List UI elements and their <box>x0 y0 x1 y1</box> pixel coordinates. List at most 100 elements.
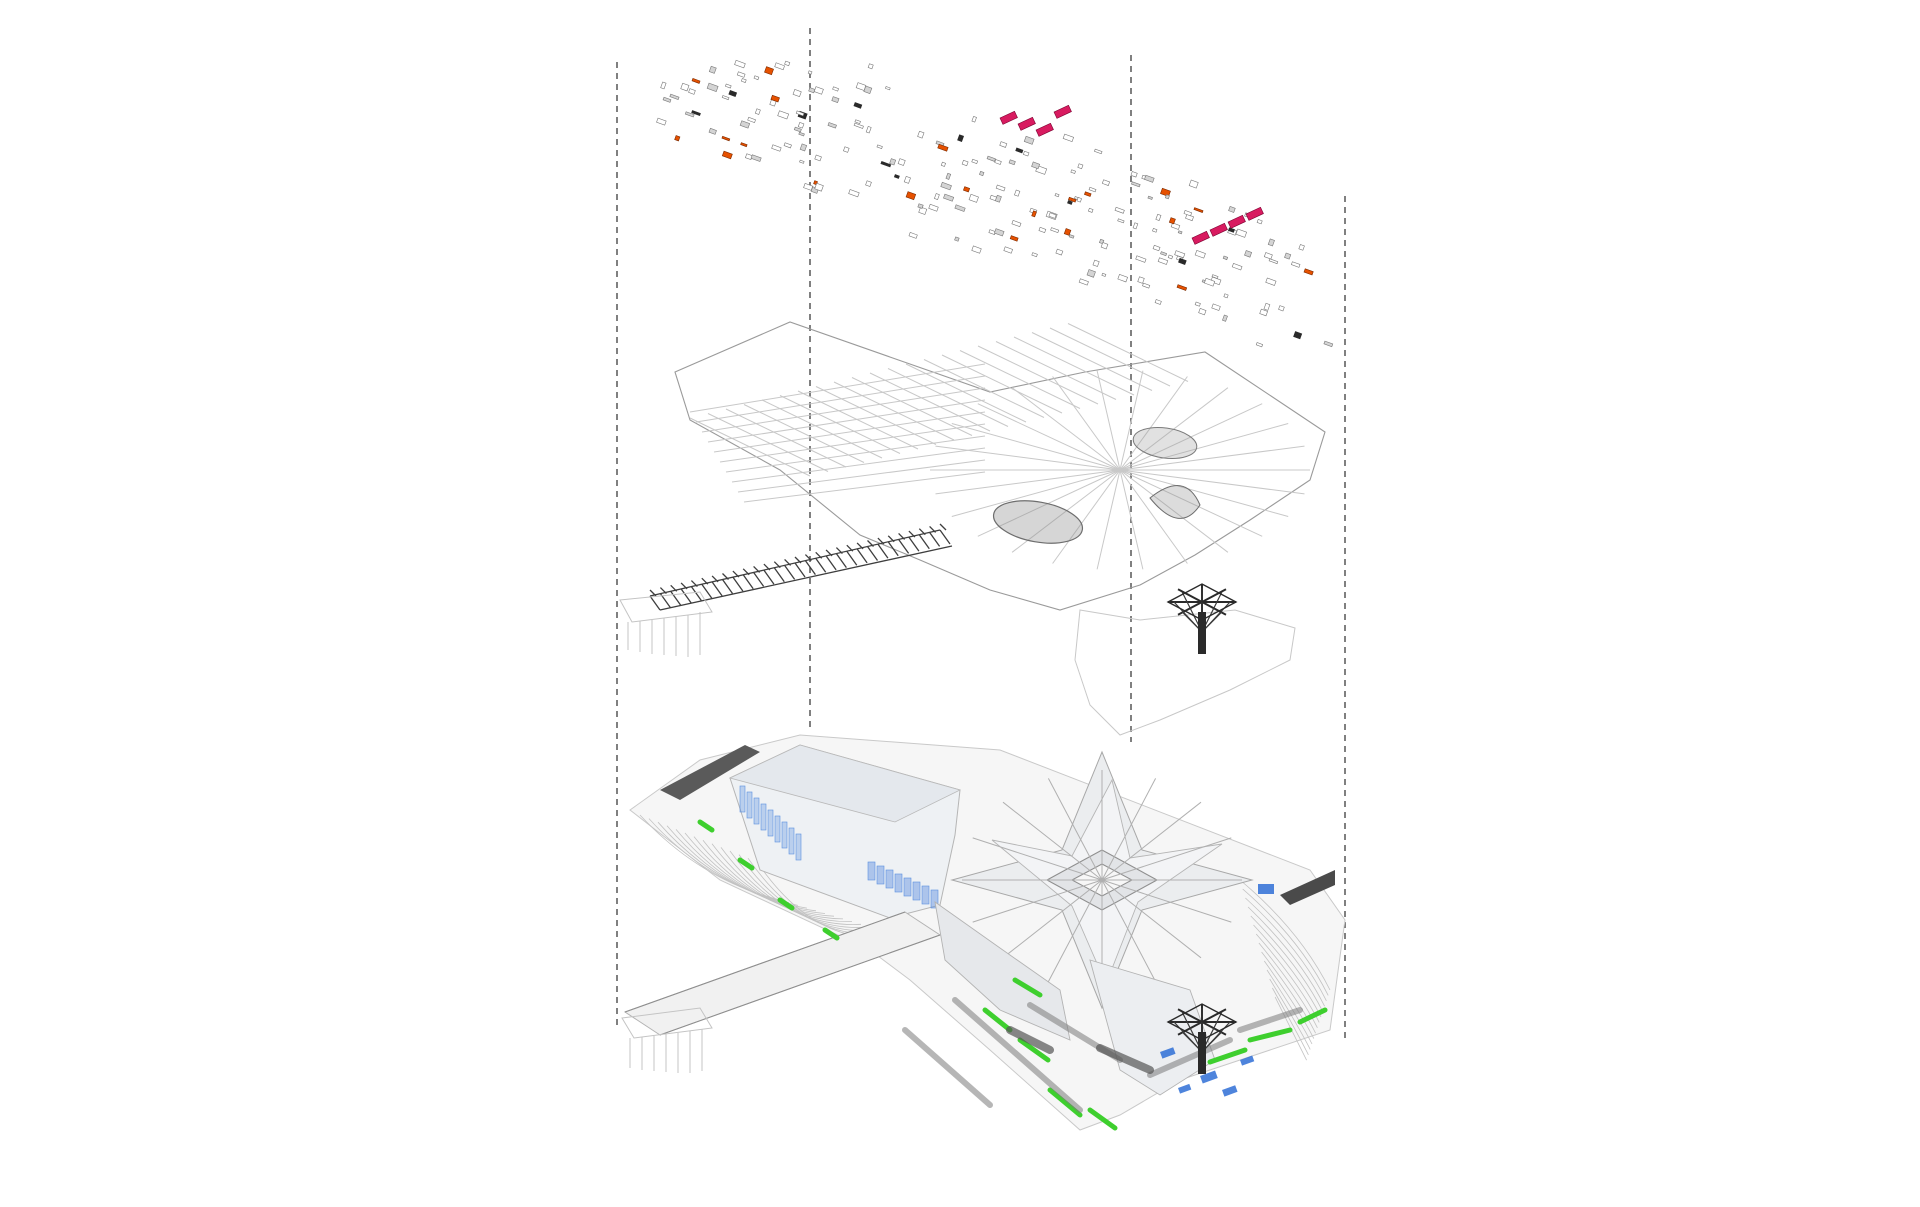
fixture-item <box>708 65 717 74</box>
podium-dark-edge <box>660 745 760 800</box>
fixture-item <box>889 158 897 166</box>
fixture-item <box>1094 148 1103 155</box>
fixture-item <box>1183 210 1193 217</box>
frame-radial-member <box>935 469 1121 495</box>
fixture-item <box>1244 250 1253 258</box>
truss-web <box>887 535 895 543</box>
truss-web <box>649 595 661 611</box>
frame-radial-member <box>951 423 1121 471</box>
fixture-item <box>831 96 840 104</box>
fixture-item <box>865 126 872 134</box>
frame-member <box>761 399 883 459</box>
fixture-item <box>1135 255 1147 263</box>
frame-member <box>905 363 1027 423</box>
fixture-item <box>854 119 861 124</box>
fixture-item <box>867 63 874 70</box>
planting-strip <box>1017 1037 1051 1063</box>
fixture-item <box>954 236 960 242</box>
frame-member <box>869 372 991 432</box>
fixture-item <box>1160 251 1168 257</box>
structure-slab-outline <box>674 321 1326 611</box>
frame-member <box>707 413 829 472</box>
frame-radial-member <box>1096 370 1121 471</box>
glazing-panel <box>867 861 876 881</box>
fixture-item <box>1077 163 1084 170</box>
fixture-item <box>968 193 979 203</box>
fixture-item <box>783 142 792 149</box>
fixture-item <box>1228 227 1235 233</box>
fixture-item <box>843 146 850 153</box>
truss-web <box>670 590 682 606</box>
fixture-item <box>1050 227 1060 234</box>
truss-web <box>680 582 688 590</box>
fixture-item <box>1259 308 1268 317</box>
fixture-item <box>797 122 805 129</box>
frame-radial-member <box>1096 469 1121 570</box>
frame-member <box>707 399 986 443</box>
frame-radial-member <box>1119 376 1188 471</box>
glazing-panel <box>760 803 767 831</box>
tree-canopy-ring <box>1166 1003 1238 1041</box>
fixture-item <box>917 203 924 209</box>
fixture-item <box>943 193 955 202</box>
frame-radial-member <box>1011 469 1121 553</box>
paving-band <box>1147 1037 1233 1078</box>
fixture-item <box>736 71 746 78</box>
truss-web <box>794 562 806 578</box>
fixture-item <box>880 161 892 168</box>
fixture-item <box>863 85 873 95</box>
fixture-item <box>961 159 969 167</box>
fixture-item <box>1167 254 1174 260</box>
fixture-item <box>1101 272 1107 277</box>
truss-web <box>732 576 744 592</box>
fixture-item <box>1278 305 1285 312</box>
pedestrian-bridge-truss <box>649 523 953 611</box>
fixture-item <box>674 135 681 142</box>
pedestrian-bridge-envelope <box>623 911 942 1036</box>
fixture-item <box>971 116 977 123</box>
fixture-item <box>994 194 1002 203</box>
fixture-item <box>1152 244 1161 252</box>
truss-web <box>773 561 781 569</box>
fixture-item <box>1303 268 1314 276</box>
contour-line <box>720 847 862 925</box>
truss-web <box>939 523 947 531</box>
frame-radial-member <box>1119 469 1144 570</box>
fixture-item <box>784 60 791 67</box>
fixture-item <box>739 120 751 129</box>
fixture-item <box>799 143 808 152</box>
fixture-item <box>971 158 979 165</box>
fixture-item <box>1086 269 1096 278</box>
truss-web <box>680 588 692 604</box>
frame-radial-member <box>951 469 1121 517</box>
truss-web <box>887 541 899 557</box>
fixture-item <box>1144 174 1155 183</box>
truss-web <box>690 580 698 588</box>
truss-web <box>815 551 823 559</box>
fixture-item <box>999 141 1008 148</box>
frame-radial-member <box>977 403 1121 471</box>
truss-web <box>825 555 837 571</box>
truss-web <box>701 583 713 599</box>
planting-strip <box>697 819 715 833</box>
frame-member <box>815 386 937 445</box>
fixture-item <box>954 204 966 212</box>
fixture-item <box>1204 277 1216 287</box>
truss-web <box>846 544 854 552</box>
truss-web <box>939 529 951 545</box>
fixture-item <box>774 62 785 71</box>
glazing-panel <box>746 791 753 819</box>
frame-radial-member <box>1119 387 1229 471</box>
fixture-item <box>771 144 782 152</box>
fixture-item <box>708 127 717 135</box>
fixture-item <box>680 82 690 92</box>
fixture-item <box>928 203 939 212</box>
fixture-item <box>770 94 780 103</box>
frame-radial-member <box>1119 469 1229 553</box>
building-envelope-wing-roof <box>728 744 962 823</box>
fixture-item <box>1178 257 1187 265</box>
glazing-panel <box>795 833 802 861</box>
contour-line <box>711 843 853 923</box>
fixture-item <box>724 83 732 89</box>
frame-member <box>689 363 986 413</box>
